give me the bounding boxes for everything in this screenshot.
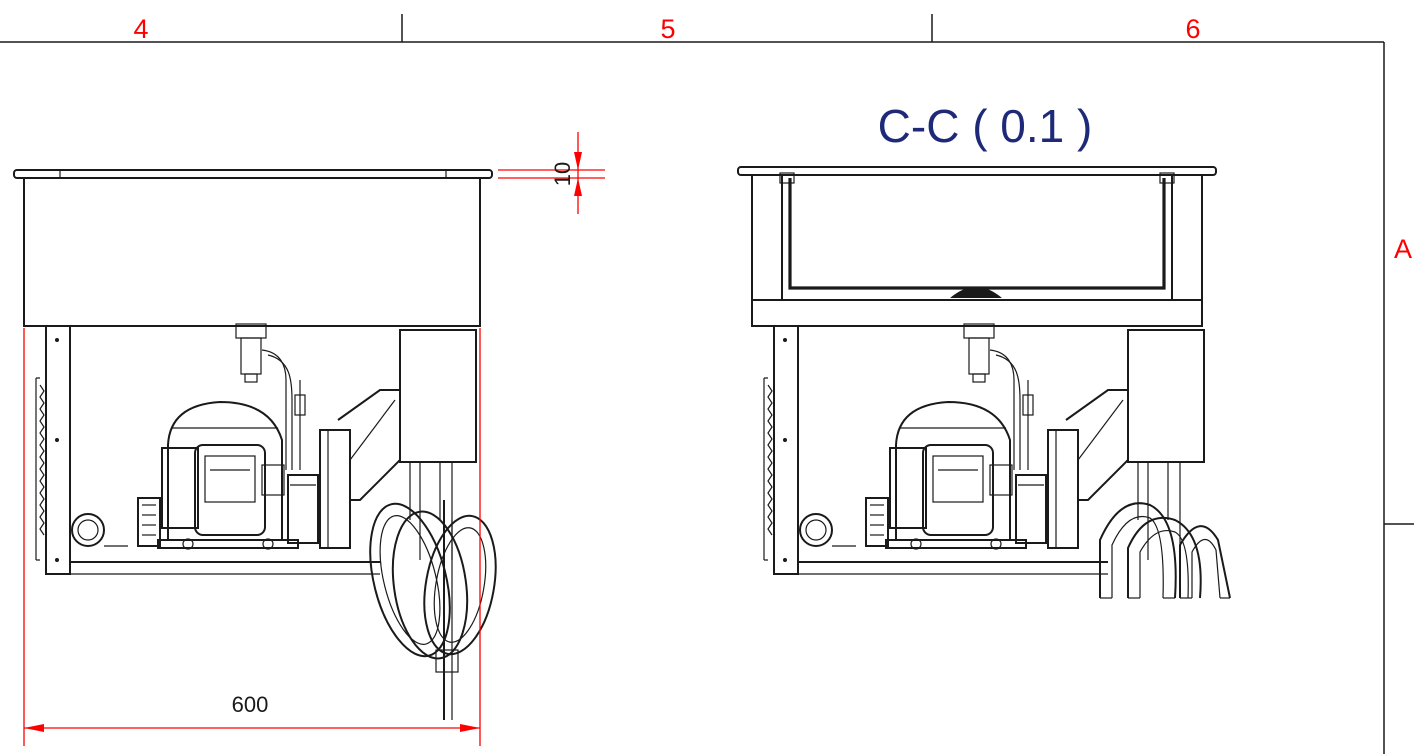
width-dimension: [23, 328, 481, 746]
drawing-frame: [0, 14, 1414, 754]
rim-dimension: [498, 132, 605, 214]
section-view: [737, 166, 1231, 599]
section-title: C-C ( 0.1 ): [878, 100, 1093, 152]
hose-coil: [369, 500, 497, 720]
width-dimension-label: 600: [232, 692, 269, 717]
zone-column-5: 5: [660, 14, 675, 44]
zone-column-4: 4: [133, 14, 148, 44]
side-view: [13, 169, 497, 720]
rim-dimension-label: 10: [550, 162, 575, 186]
section-hose-coil: [1099, 502, 1231, 599]
zone-column-6: 6: [1185, 14, 1200, 44]
zone-row-a: A: [1394, 234, 1412, 264]
